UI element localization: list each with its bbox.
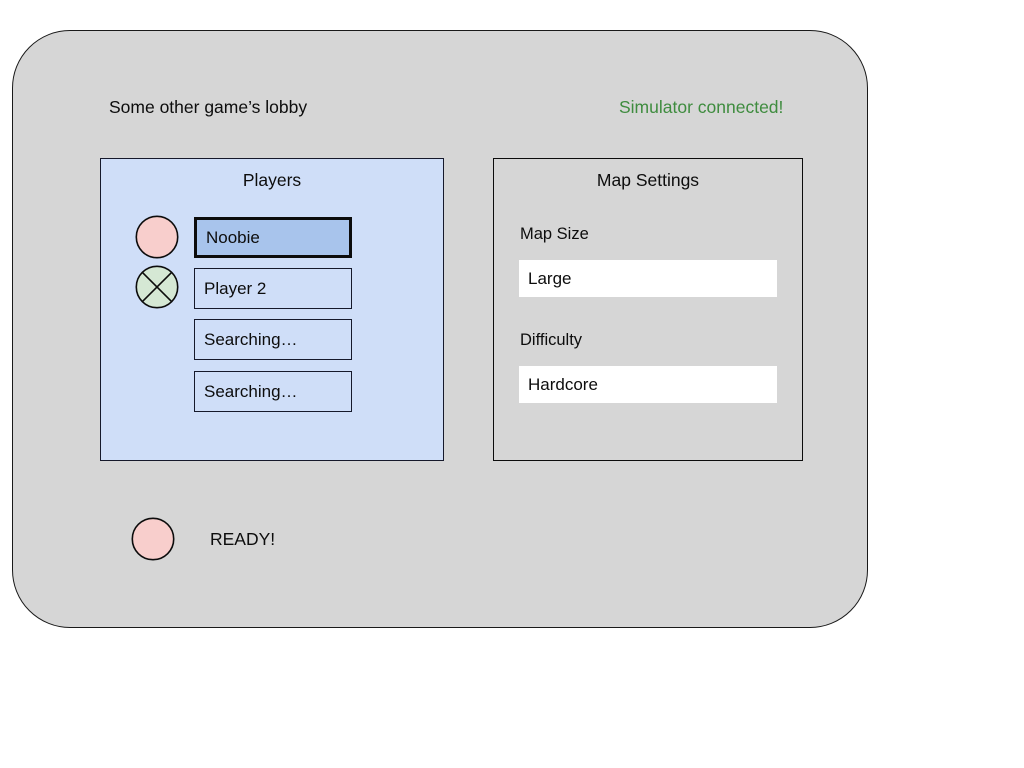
player-status-icon-pink[interactable] <box>135 215 179 259</box>
map-size-value: Large <box>528 268 572 288</box>
difficulty-label: Difficulty <box>520 331 583 349</box>
players-panel-title: Players <box>242 170 302 190</box>
player-name: Noobie <box>206 227 260 247</box>
lobby-title: Some other game’s lobby <box>109 97 308 117</box>
connection-status-text: Simulator connected! <box>619 97 784 117</box>
difficulty-value: Hardcore <box>528 374 598 394</box>
player-row[interactable]: Noobie <box>194 217 352 258</box>
player-row[interactable]: Searching… <box>194 319 352 360</box>
difficulty-select[interactable]: Hardcore <box>519 366 777 403</box>
player-row[interactable]: Searching… <box>194 371 352 412</box>
player-name: Searching… <box>204 381 298 401</box>
player-status-icon-green-cross[interactable] <box>135 265 179 309</box>
lobby-window: Some other game’s lobby Simulator connec… <box>12 30 868 628</box>
map-size-label: Map Size <box>520 225 589 243</box>
map-settings-title: Map Settings <box>596 170 700 190</box>
map-settings-panel: Map Settings Map Size Large Difficulty H… <box>493 158 803 461</box>
ready-label: READY! <box>210 528 276 549</box>
ready-status-icon-pink[interactable] <box>131 517 175 561</box>
player-row[interactable]: Player 2 <box>194 268 352 309</box>
map-size-select[interactable]: Large <box>519 260 777 297</box>
players-panel: Players Noobie Player 2 Searching… Searc… <box>100 158 444 461</box>
player-name: Searching… <box>204 329 298 349</box>
ready-row[interactable]: READY! <box>131 517 275 561</box>
player-name: Player 2 <box>204 278 267 298</box>
